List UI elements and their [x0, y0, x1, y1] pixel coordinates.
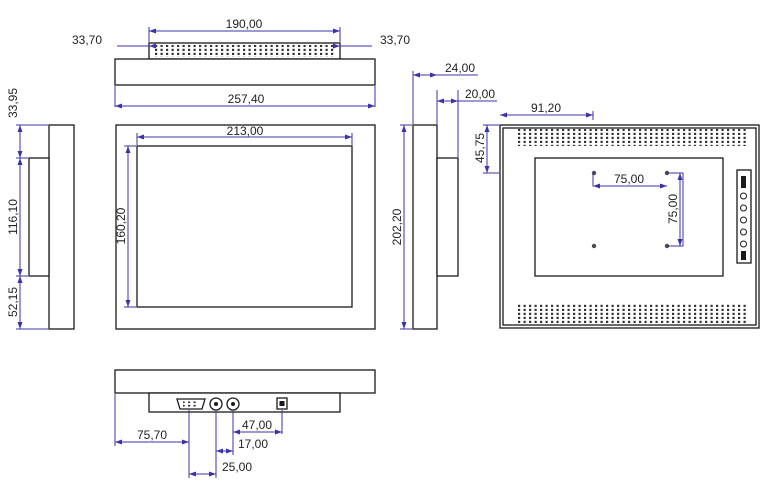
- osd-button-icon: [740, 228, 747, 236]
- dimension-arrowhead: [17, 276, 23, 283]
- dimension-arrowhead: [17, 269, 23, 276]
- audio-jack-icon: [209, 397, 223, 411]
- dimension-arrowhead: [413, 72, 420, 78]
- dimension-arrowhead: [17, 125, 23, 132]
- right-side-bezel: [412, 124, 438, 330]
- dimension-arrowhead: [233, 429, 240, 435]
- osd-led-icon: [741, 251, 746, 260]
- osd-button-icon: [740, 192, 747, 200]
- dim-bottom-port-b: 17,00: [238, 437, 268, 451]
- dim-overall-width: 257,40: [228, 92, 265, 106]
- rear-top-vent: [517, 129, 747, 146]
- dim-top-left-offset: 33,70: [72, 33, 102, 47]
- dimension-arrowhead: [677, 239, 683, 246]
- dimension-arrowhead: [333, 28, 340, 34]
- dimension-arrowhead: [17, 151, 23, 158]
- rear-outer-frame: [499, 124, 760, 329]
- dimension-arrowhead: [368, 103, 375, 109]
- dimension-arrowhead: [125, 300, 131, 307]
- dim-bottom-port-c: 25,00: [222, 460, 252, 474]
- power-jack-icon: [226, 397, 240, 411]
- dim-bottom-left-offset: 75,70: [137, 428, 167, 442]
- dimension-arrowhead: [586, 112, 593, 118]
- osd-panel: [736, 169, 752, 264]
- vesa-hole-top-left: [591, 170, 597, 176]
- dimension-arrowhead: [149, 28, 156, 34]
- bottom-view-body: [114, 369, 376, 394]
- dim-side-lower: 52,15: [6, 287, 20, 317]
- dimension-arrowhead: [275, 429, 282, 435]
- bottom-view: [114, 369, 376, 413]
- dim-bottom-port-a: 47,00: [242, 418, 272, 432]
- dimension-arrowhead: [500, 112, 507, 118]
- dim-side-upper: 33,95: [6, 88, 20, 118]
- left-side-bezel: [48, 124, 75, 330]
- dimension-labels: 190,00 33,70 33,70 257,40 213,00 160,20 …: [6, 17, 680, 474]
- dimension-arrowhead: [401, 322, 407, 329]
- dim-side-middle: 116,10: [6, 199, 20, 235]
- dim-screen-height: 160,20: [114, 207, 128, 244]
- dimension-arrowhead: [115, 439, 122, 445]
- dim-top-connector-width: 190,00: [226, 17, 263, 31]
- dim-vesa-vertical: 75,00: [666, 194, 680, 224]
- dim-vesa-horizontal: 75,00: [614, 172, 644, 186]
- dimension-arrows: [17, 28, 683, 477]
- dim-depth-body: 20,00: [465, 87, 495, 101]
- osd-button-icons: [736, 169, 752, 264]
- dimension-arrowhead: [115, 103, 122, 109]
- rear-inner-frame: [502, 127, 757, 326]
- dimension-arrowhead: [17, 322, 23, 329]
- vga-port-icon: [176, 398, 206, 410]
- dimension-arrowhead: [216, 448, 223, 454]
- top-vent-grille: [153, 45, 336, 57]
- dimension-arrowhead: [137, 134, 144, 140]
- dimension-arrowhead: [430, 72, 437, 78]
- top-view-body: [114, 58, 376, 86]
- dimension-arrowhead: [677, 173, 683, 180]
- rear-bottom-vent: [517, 303, 747, 323]
- dc-input-icon: [276, 397, 288, 410]
- right-side-view: [412, 124, 459, 330]
- dimension-arrowhead: [149, 43, 156, 49]
- dimension-arrowhead: [484, 125, 490, 132]
- vesa-hole-bottom-left: [591, 243, 597, 249]
- left-side-back-housing: [28, 157, 50, 277]
- dim-mount-offset-x: 91,20: [531, 101, 561, 115]
- top-view: [114, 42, 376, 86]
- dim-overall-height: 202,20: [390, 208, 404, 245]
- osd-button-icon: [740, 240, 747, 248]
- dimension-arrowhead: [226, 448, 233, 454]
- dimension-lines: [16, 27, 684, 478]
- dim-top-right-offset: 33,70: [380, 33, 410, 47]
- front-view: [115, 124, 376, 330]
- dimension-arrowhead: [401, 125, 407, 132]
- dimension-arrowhead: [593, 183, 600, 189]
- osd-button-icon: [740, 216, 747, 224]
- dimension-arrowhead: [17, 158, 23, 165]
- osd-button-icon: [740, 204, 747, 212]
- dimension-arrowhead: [189, 471, 196, 477]
- dimension-arrowhead: [182, 439, 189, 445]
- right-side-back-housing: [436, 157, 459, 277]
- left-side-view: [28, 124, 75, 330]
- dimension-arrowhead: [451, 98, 458, 104]
- dimension-arrowhead: [209, 471, 216, 477]
- dim-depth-total: 24,00: [445, 61, 475, 75]
- osd-power-switch-icon: [741, 176, 746, 188]
- rear-view: [499, 124, 760, 329]
- display-screen: [136, 145, 353, 308]
- dimension-arrowhead: [345, 134, 352, 140]
- dimension-arrowhead: [484, 166, 490, 173]
- dimension-arrowhead: [333, 43, 340, 49]
- dimension-arrowhead: [660, 183, 667, 189]
- bottom-connector-housing: [148, 392, 341, 413]
- dimension-arrowhead: [125, 146, 131, 153]
- dim-mount-offset-y: 45,75: [473, 133, 487, 163]
- rear-back-housing: [534, 157, 724, 277]
- dimension-arrowhead: [437, 98, 444, 104]
- dim-screen-width: 213,00: [227, 124, 264, 138]
